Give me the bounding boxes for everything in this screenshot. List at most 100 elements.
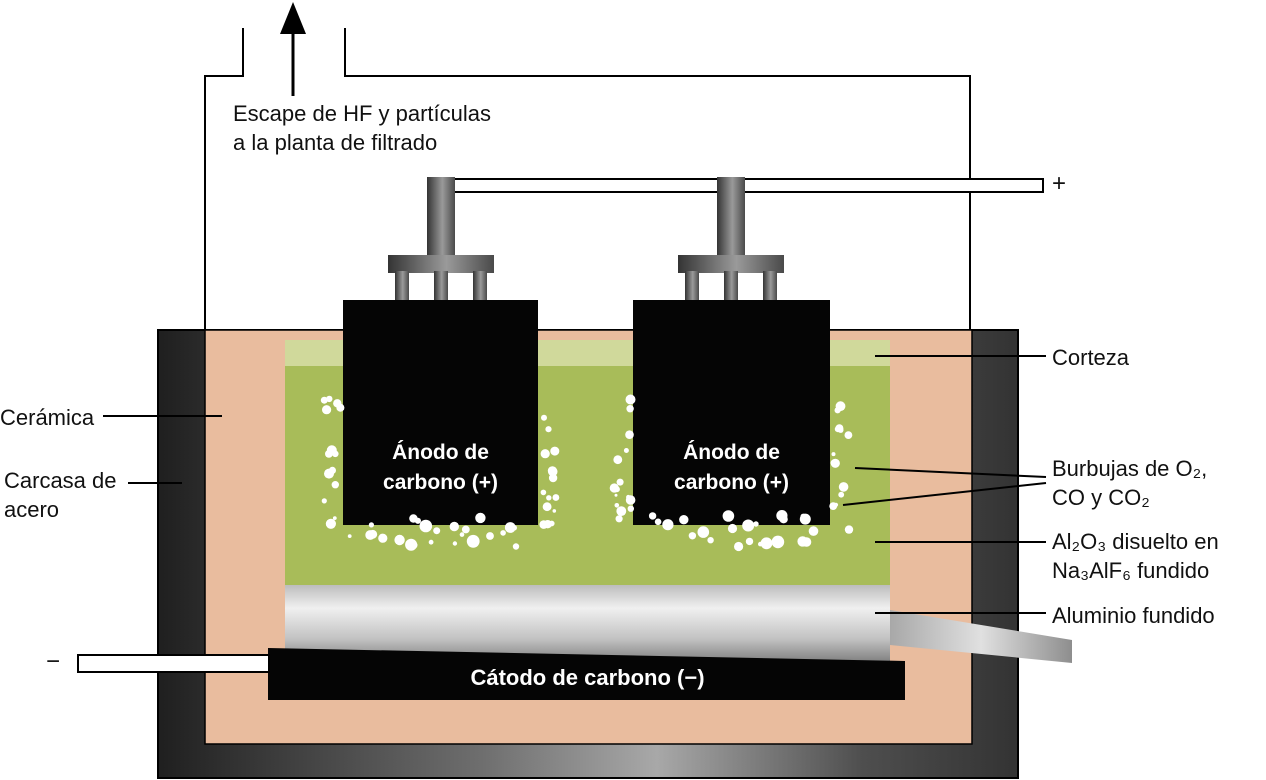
bubble	[758, 541, 763, 547]
bubble	[486, 532, 494, 540]
bubble	[753, 521, 759, 527]
bubble	[347, 534, 352, 538]
bubble	[797, 536, 808, 547]
aluminum-tap-spout	[890, 610, 1072, 663]
bubble	[609, 483, 619, 493]
carbon-cathode	[268, 648, 905, 700]
bubble	[745, 537, 754, 546]
bubble	[614, 503, 620, 508]
bubble	[326, 520, 333, 528]
exhaust-arrow-head-icon	[280, 2, 306, 34]
label-ceramic: Cerámica	[0, 405, 95, 430]
bubble	[616, 506, 627, 516]
bubble	[838, 491, 845, 498]
pointer-bubbles-1	[854, 467, 1047, 478]
label-steel-shell: Carcasa de acero	[4, 468, 117, 523]
bubbles-anode-2	[609, 394, 854, 552]
bubble	[625, 394, 636, 405]
anode-1-label: Ánodo de carbono (+)	[383, 441, 498, 495]
label-bubbles: Burbujas de O₂, CO y CO₂	[1052, 456, 1208, 511]
bubbles-anode-1	[320, 395, 560, 551]
positive-terminal-sign: +	[1052, 170, 1067, 197]
bubble	[550, 446, 560, 456]
bubble	[734, 541, 744, 552]
bubble	[428, 539, 434, 545]
bubble	[776, 509, 788, 522]
bubble	[325, 450, 333, 458]
bubble	[332, 516, 337, 520]
bubble	[321, 498, 327, 504]
bubble	[808, 526, 819, 536]
bubble	[500, 530, 506, 536]
bubble	[449, 521, 459, 532]
bubble	[648, 512, 657, 520]
anode-rod-2	[717, 177, 745, 257]
bubble	[625, 430, 634, 440]
bubble	[552, 509, 557, 513]
bubble	[742, 519, 755, 532]
bubble	[838, 482, 849, 492]
bus-bar-negative	[77, 654, 270, 673]
bubble	[844, 431, 853, 439]
bubble	[613, 455, 623, 465]
bubble	[332, 450, 339, 458]
exhaust-hood-right-line	[344, 28, 971, 330]
anode-yoke-2	[678, 255, 784, 273]
bubble	[707, 537, 714, 544]
bubble	[662, 519, 674, 531]
bubble	[511, 525, 517, 531]
bubble	[409, 514, 418, 523]
bubble	[654, 518, 662, 526]
bubble	[452, 541, 458, 546]
bubble	[614, 493, 618, 497]
bubble	[410, 541, 418, 549]
bubble	[616, 478, 624, 486]
bubble	[368, 522, 374, 528]
label-molten-aluminum: Aluminio fundido	[1052, 603, 1215, 628]
carbon-anode-2	[633, 300, 830, 525]
bubble	[834, 426, 842, 433]
carbon-anode-1	[343, 300, 538, 525]
label-exhaust: Escape de HF y partículas a la planta de…	[233, 101, 492, 156]
bubble	[466, 534, 480, 548]
bubble	[331, 481, 339, 489]
bubble	[504, 522, 516, 533]
negative-terminal-sign: −	[46, 648, 61, 675]
bubble	[322, 405, 332, 415]
cathode-label: Cátodo de carbono (−)	[470, 665, 705, 690]
bubble	[545, 426, 552, 433]
bubble	[542, 502, 552, 512]
bubble	[771, 535, 785, 549]
bubble	[419, 519, 433, 533]
bubble	[831, 452, 836, 457]
bubble	[830, 458, 840, 468]
bubble	[541, 414, 547, 421]
bubble	[433, 527, 441, 535]
bubble	[688, 532, 697, 540]
bubble	[378, 533, 388, 543]
bubble	[844, 525, 854, 534]
bubble	[324, 468, 334, 479]
bubble	[512, 543, 520, 550]
bubble	[835, 407, 839, 412]
bubble	[394, 534, 405, 546]
pointer-bubbles-2	[842, 482, 1047, 506]
bubble	[679, 515, 689, 525]
label-crust: Corteza	[1052, 345, 1130, 370]
bubble	[548, 520, 555, 527]
bubble	[722, 510, 735, 522]
bubble	[326, 395, 333, 403]
bubble	[623, 448, 629, 453]
exhaust-hood-left-line	[204, 28, 244, 330]
bubble	[626, 405, 634, 413]
bubble	[459, 532, 465, 537]
anode-2-label: Ánodo de carbono (+)	[674, 441, 789, 495]
anode-yoke-1	[388, 255, 494, 273]
bubble	[540, 449, 550, 459]
label-alumina: Al₂O₃ disuelto en Na₃AlF₆ fundido	[1052, 529, 1219, 584]
bubble	[336, 403, 345, 412]
molten-aluminum-layer	[285, 585, 890, 662]
bubble	[697, 526, 710, 538]
